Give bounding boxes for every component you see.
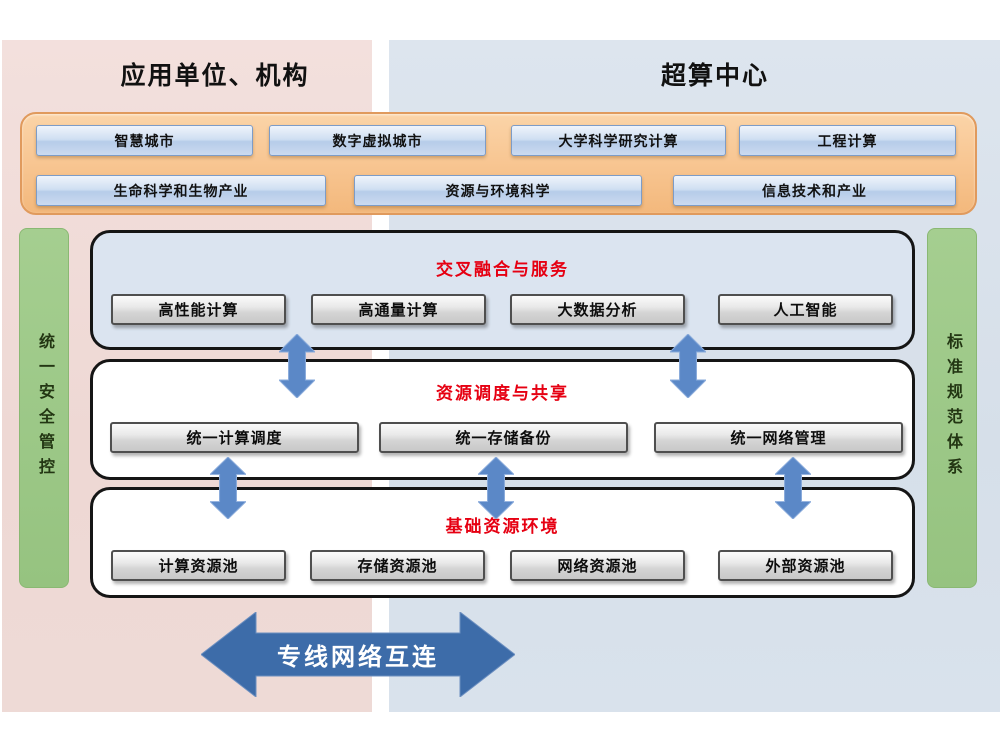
scheduling-box-storage-backup: 统一存储备份	[379, 422, 628, 453]
resource-box-storage-pool: 存储资源池	[310, 550, 485, 581]
horizontal-double-arrow-icon	[201, 612, 515, 697]
service-box-hpc: 高性能计算	[111, 294, 286, 325]
layer-scheduling-title: 资源调度与共享	[436, 384, 569, 403]
double-arrow-icon	[670, 334, 706, 398]
layer-services-title: 交叉融合与服务	[436, 260, 569, 279]
double-arrow-icon	[775, 457, 811, 519]
standards-specification-bar: 标准规范体系	[927, 228, 977, 588]
application-domains-container: 智慧城市 数字虚拟城市 大学科学研究计算 工程计算 生命科学和生物产业 资源与环…	[20, 112, 977, 215]
dedicated-network-interconnect-arrow: 专线网络互连	[201, 612, 515, 697]
unified-security-control-label: 统一安全管控	[36, 333, 53, 483]
app-box-resource-environment-science: 资源与环境科学	[354, 175, 642, 206]
scheduling-box-compute: 统一计算调度	[110, 422, 359, 453]
service-box-ai: 人工智能	[718, 294, 893, 325]
app-box-university-research-computing: 大学科学研究计算	[511, 125, 726, 156]
app-box-engineering-computing: 工程计算	[739, 125, 956, 156]
service-box-big-data: 大数据分析	[510, 294, 685, 325]
layer-scheduling: 资源调度与共享 统一计算调度 统一存储备份 统一网络管理	[90, 359, 915, 480]
scheduling-box-network-mgmt: 统一网络管理	[654, 422, 903, 453]
app-box-it-industry: 信息技术和产业	[673, 175, 956, 206]
resource-box-external-pool: 外部资源池	[718, 550, 893, 581]
double-arrow-icon	[210, 457, 246, 519]
layer-base-resources-title: 基础资源环境	[445, 517, 560, 536]
double-arrow-icon	[478, 457, 514, 519]
header-supercomputing-center: 超算中心	[660, 62, 769, 90]
dedicated-network-interconnect-label: 专线网络互连	[277, 644, 439, 671]
layer-services: 交叉融合与服务 高性能计算 高通量计算 大数据分析 人工智能	[90, 230, 915, 350]
standards-specification-label: 标准规范体系	[944, 333, 961, 483]
resource-box-compute-pool: 计算资源池	[111, 550, 286, 581]
unified-security-control-bar: 统一安全管控	[19, 228, 69, 588]
service-box-high-throughput: 高通量计算	[311, 294, 486, 325]
header-application-units: 应用单位、机构	[120, 62, 310, 90]
double-arrow-icon	[279, 334, 315, 398]
app-box-digital-virtual-city: 数字虚拟城市	[269, 125, 486, 156]
app-box-smart-city: 智慧城市	[36, 125, 253, 156]
resource-box-network-pool: 网络资源池	[510, 550, 685, 581]
app-box-life-science-bio-industry: 生命科学和生物产业	[36, 175, 326, 206]
